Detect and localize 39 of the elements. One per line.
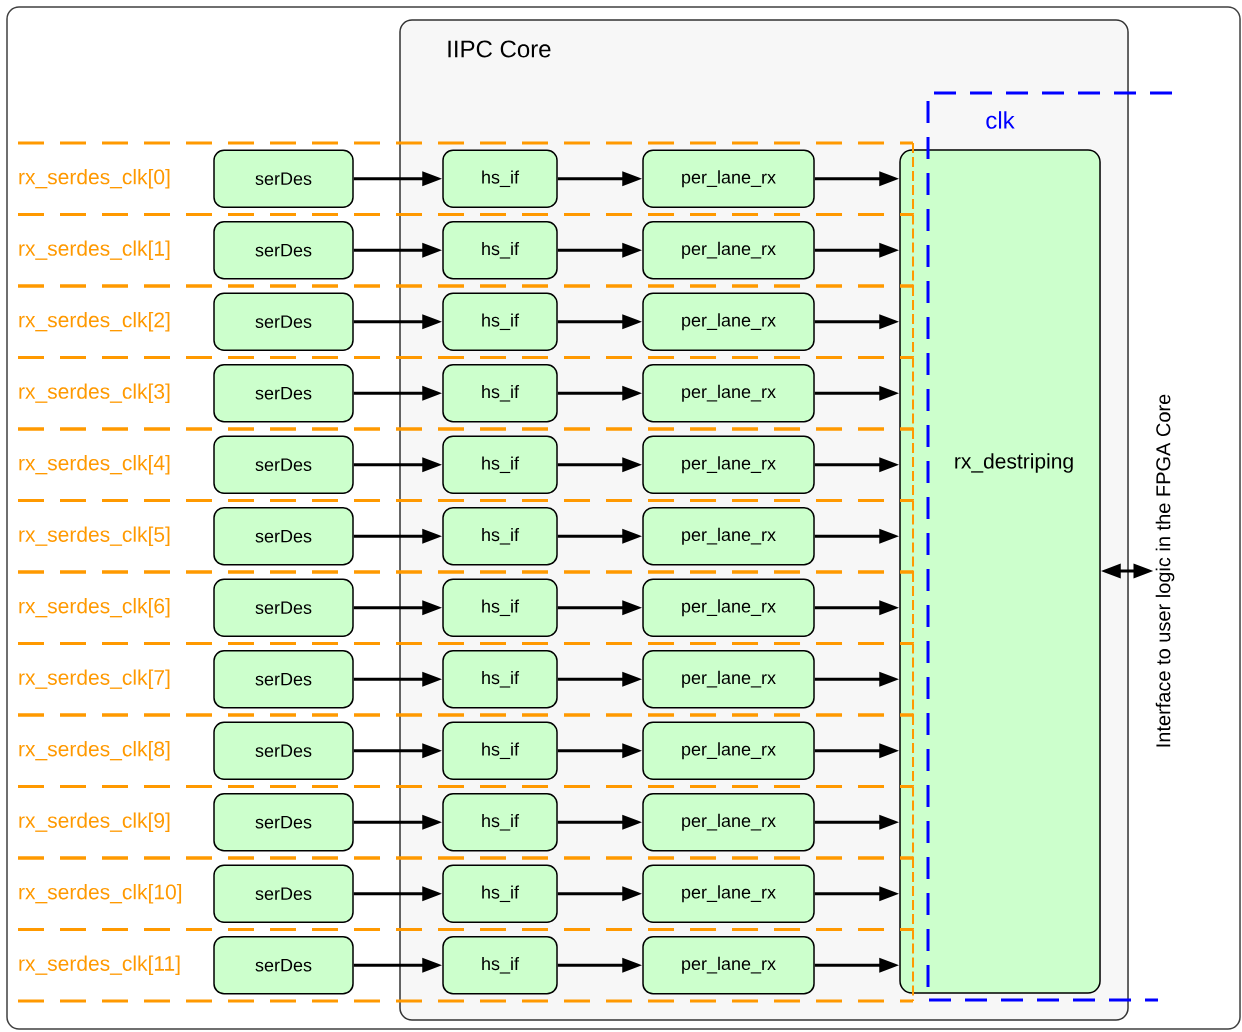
process-box: serDes <box>213 364 354 423</box>
process-box: hs_if <box>442 793 558 852</box>
process-box: per_lane_rx <box>642 650 815 709</box>
process-box: per_lane_rx <box>642 936 815 995</box>
process-box: hs_if <box>442 364 558 423</box>
process-box: hs_if <box>442 292 558 351</box>
process-box: serDes <box>213 221 354 280</box>
process-box: serDes <box>213 507 354 566</box>
process-box: hs_if <box>442 435 558 494</box>
process-box: serDes <box>213 650 354 709</box>
process-box: per_lane_rx <box>642 507 815 566</box>
process-box: hs_if <box>442 650 558 709</box>
process-box: hs_if <box>442 507 558 566</box>
process-box: per_lane_rx <box>642 292 815 351</box>
interface-label: Interface to user logic in the FPGA Core <box>1155 394 1175 747</box>
clock-label: clk <box>986 111 1015 129</box>
process-box: rx_destriping <box>899 149 1101 994</box>
process-box: hs_if <box>442 864 558 923</box>
process-box: per_lane_rx <box>642 864 815 923</box>
process-box: serDes <box>213 578 354 637</box>
process-box: serDes <box>213 936 354 995</box>
process-box: per_lane_rx <box>642 149 815 208</box>
process-box: serDes <box>213 864 354 923</box>
process-box: serDes <box>213 721 354 780</box>
process-box: hs_if <box>442 721 558 780</box>
process-box: per_lane_rx <box>642 793 815 852</box>
process-box: per_lane_rx <box>642 578 815 637</box>
process-box: per_lane_rx <box>642 721 815 780</box>
process-box: hs_if <box>442 221 558 280</box>
process-box: serDes <box>213 793 354 852</box>
process-box: hs_if <box>442 578 558 637</box>
process-box: per_lane_rx <box>642 221 815 280</box>
process-box: hs_if <box>442 936 558 995</box>
process-box: hs_if <box>442 149 558 208</box>
process-box: per_lane_rx <box>642 364 815 423</box>
process-box: serDes <box>213 149 354 208</box>
process-box: serDes <box>213 435 354 494</box>
process-box: serDes <box>213 292 354 351</box>
process-box: per_lane_rx <box>642 435 815 494</box>
